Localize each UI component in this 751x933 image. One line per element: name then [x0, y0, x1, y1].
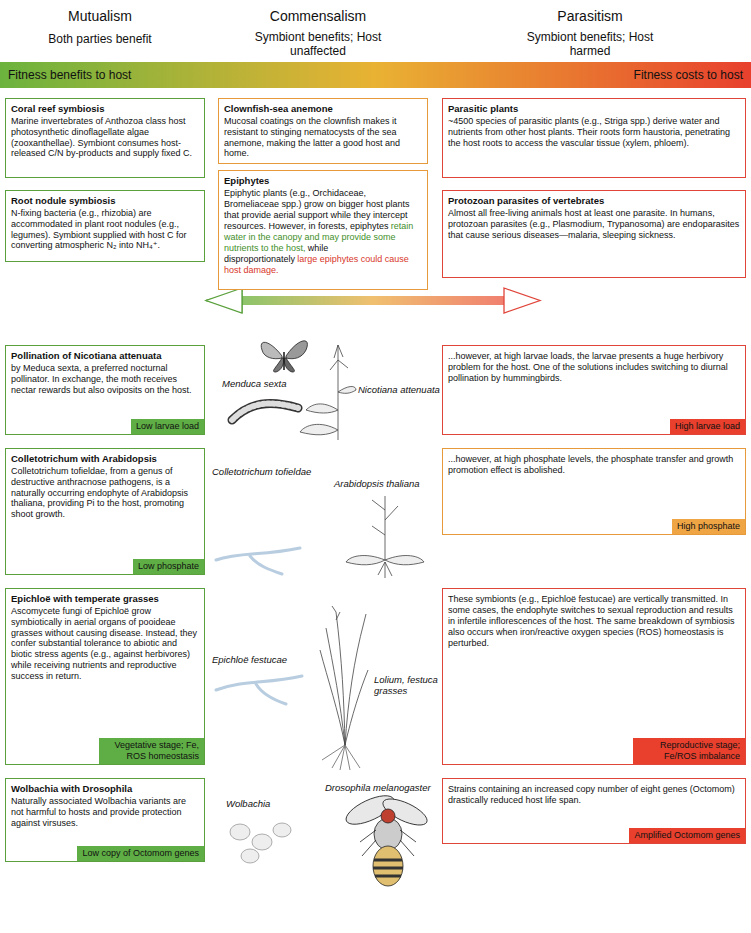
box-heading: Parasitic plants: [448, 103, 740, 115]
symbiosis-box: Protozoan parasites of vertebratesAlmost…: [442, 190, 746, 278]
condition-tag: Low copy of Octomom genes: [77, 846, 204, 861]
continuum-double-arrow: [206, 288, 540, 313]
species-label: Nicotiana attenuata: [358, 384, 440, 395]
condition-tag: High phosphate: [672, 519, 745, 534]
condition-tag: High larvae load: [670, 419, 745, 434]
symbiosis-box: Parasitic plants~4500 species of parasit…: [442, 98, 746, 178]
body-text: Marine invertebrates of Anthozoa class h…: [11, 116, 199, 160]
body-text: ...however, at high phosphate levels, th…: [448, 454, 740, 476]
fitness-gradient-bar: [0, 62, 751, 88]
symbiosis-box: EpiphytesEpiphytic plants (e.g., Orchida…: [218, 170, 428, 290]
species-label: Arabidopsis thaliana: [334, 478, 438, 489]
body-text: Epiphytic plants (e.g., Orchidaceae, Bro…: [224, 188, 410, 231]
body-text: N-fixing bacteria (e.g., rhizobia) are a…: [11, 208, 199, 252]
species-label: Menduca sexta: [222, 378, 302, 389]
condition-tag: Reproductive stage; Fe/ROS imbalance: [633, 738, 745, 764]
species-label: Lolium, festuca grasses: [374, 674, 438, 697]
symbiosis-box: Epichloë with temperate grassesAscomycet…: [5, 588, 205, 765]
box-heading: Epiphytes: [224, 175, 422, 187]
symbiosis-box: Wolbachia with DrosophilaNaturally assoc…: [5, 778, 205, 862]
column-subtitle: Both parties benefit: [20, 32, 180, 46]
drosophila-drawing: [342, 790, 430, 886]
symbiosis-box: Pollination of Nicotiana attenuataby Med…: [5, 345, 205, 435]
column-subtitle: Symbiont benefits; Host harmed: [510, 30, 670, 59]
tag-text: High larvae load: [675, 421, 740, 432]
condition-tag: Amplified Octomom genes: [629, 828, 745, 843]
tag-text: Amplified Octomom genes: [634, 830, 740, 841]
condition-tag: Low phosphate: [133, 559, 204, 574]
box-heading: Coral reef symbiosis: [11, 103, 199, 115]
box-body: Epiphytic plants (e.g., Orchidaceae, Bro…: [224, 188, 422, 276]
species-label: Colletotrichum tofieldae: [212, 466, 327, 477]
body-text: Naturally associated Wolbachia variants …: [11, 796, 199, 829]
symbiosis-box: These symbionts (e.g., Epichloë festucae…: [442, 588, 746, 765]
tag-text: Vegetative stage; Fe, ROS homeostasis: [104, 740, 199, 762]
body-text: ...however, at high larvae loads, the la…: [448, 351, 740, 384]
colletotrichum-hyphae-drawing: [216, 548, 300, 574]
body-text: These symbionts (e.g., Epichloë festucae…: [448, 594, 740, 649]
symbiosis-box: Clownfish-sea anemoneMucosal coatings on…: [218, 98, 428, 164]
symbiosis-box: ...however, at high phosphate levels, th…: [442, 448, 746, 535]
column-subtitle: Symbiont benefits; Host unaffected: [253, 30, 383, 59]
tag-text: Low larvae load: [136, 421, 199, 432]
box-heading: Protozoan parasites of vertebrates: [448, 195, 740, 207]
body-text: Almost all free-living animals host at l…: [448, 208, 740, 241]
species-label: Epichloë festucae: [212, 654, 312, 665]
body-text: Colletotrichum tofieldae, from a genus o…: [11, 466, 199, 521]
box-heading: Root nodule symbiosis: [11, 195, 199, 207]
species-label: Drosophila melanogaster: [325, 782, 439, 793]
nicotiana-plant-drawing: [300, 345, 356, 440]
body-text: Strains containing an increased copy num…: [448, 784, 740, 806]
epichloe-hyphae-drawing: [216, 676, 302, 704]
tag-text: Low copy of Octomom genes: [82, 848, 199, 859]
condition-tag: Vegetative stage; Fe, ROS homeostasis: [99, 738, 204, 764]
tag-text: Reproductive stage; Fe/ROS imbalance: [638, 740, 740, 762]
box-heading: Colletotrichum with Arabidopsis: [11, 453, 199, 465]
arabidopsis-plant-drawing: [346, 496, 424, 578]
symbiosis-box: Colletotrichum with ArabidopsisColletotr…: [5, 448, 205, 575]
box-heading: Epichloë with temperate grasses: [11, 593, 199, 605]
axis-label: Fitness costs to host: [543, 68, 743, 82]
column-title: Parasitism: [510, 8, 670, 25]
box-heading: Clownfish-sea anemone: [224, 103, 422, 115]
symbiosis-box: Root nodule symbiosisN-fixing bacteria (…: [5, 190, 205, 262]
caterpillar-drawing: [232, 404, 298, 420]
axis-label: Fitness benefits to host: [8, 68, 208, 82]
column-title: Mutualism: [20, 8, 180, 25]
symbiosis-box: ...however, at high larvae loads, the la…: [442, 345, 746, 435]
body-text: Mucosal coatings on the clownfish makes …: [224, 116, 422, 160]
condition-tag: Low larvae load: [131, 419, 204, 434]
grass-plant-drawing: [320, 606, 368, 770]
box-heading: Wolbachia with Drosophila: [11, 783, 199, 795]
moth-drawing: [261, 341, 307, 372]
body-text: by Meduca sexta, a preferred nocturnal p…: [11, 363, 199, 396]
column-title: Commensalism: [243, 8, 393, 25]
tag-text: Low phosphate: [138, 561, 199, 572]
symbiosis-box: Coral reef symbiosisMarine invertebrates…: [5, 98, 205, 178]
symbiosis-box: Strains containing an increased copy num…: [442, 778, 746, 844]
wolbachia-drawing: [230, 823, 291, 863]
species-label: Wolbachia: [226, 798, 296, 809]
box-heading: Pollination of Nicotiana attenuata: [11, 350, 199, 362]
body-text: ~4500 species of parasitic plants (e.g.,…: [448, 116, 740, 149]
body-text: Ascomycete fungi of Epichloë grow symbio…: [11, 606, 199, 683]
tag-text: High phosphate: [677, 521, 740, 532]
